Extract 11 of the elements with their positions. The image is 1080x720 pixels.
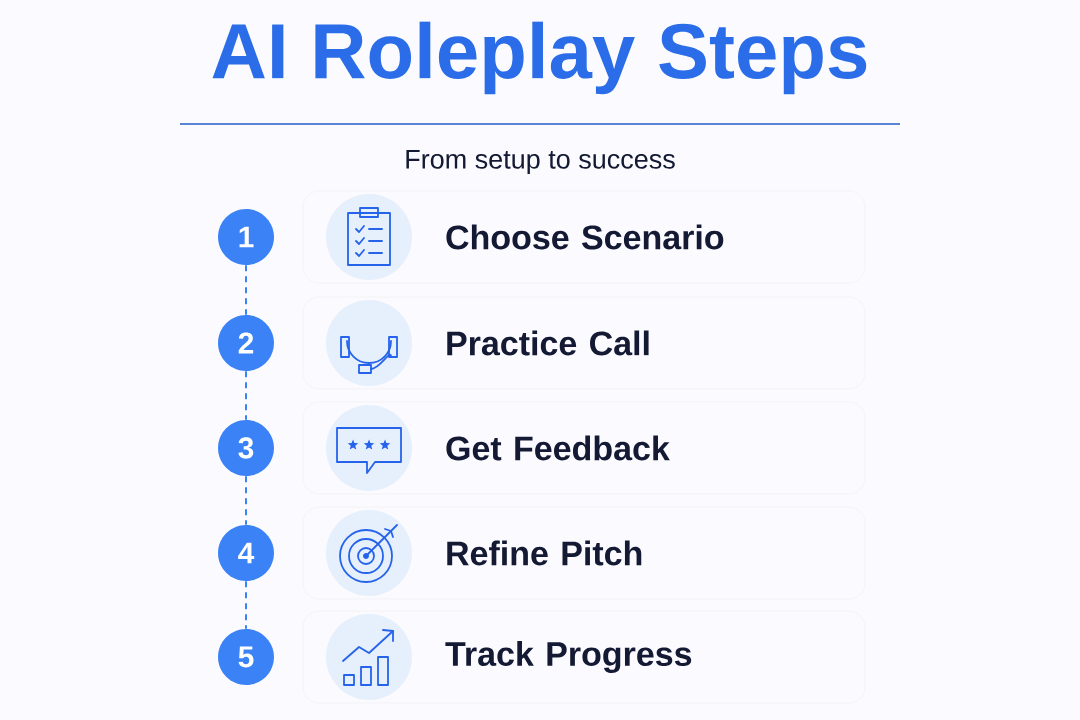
dashed-connector (245, 475, 247, 526)
step-number: 3 (218, 420, 274, 476)
subtitle: From setup to success (406, 149, 675, 175)
title: AI Roleplay Steps (212, 21, 867, 95)
step-number: 5 (218, 629, 274, 685)
dashed-connector (245, 264, 247, 316)
dashed-connector (245, 370, 247, 421)
step-number: 1 (218, 209, 274, 265)
step-number: 2 (218, 315, 274, 371)
dashed-connector (245, 580, 247, 630)
step-number: 4 (218, 525, 274, 581)
